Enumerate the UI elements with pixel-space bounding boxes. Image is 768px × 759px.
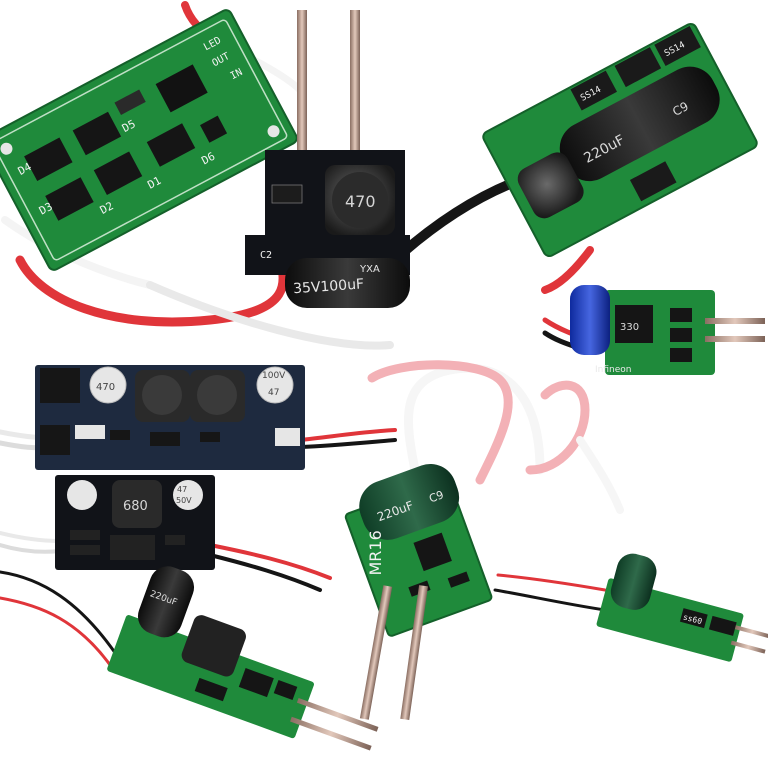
cap-label: 470 [96,382,115,393]
black-pin-module: 470 35V100uF YXA C2 [245,10,410,308]
pin [734,625,768,639]
white-wire [0,531,62,543]
bottom-left-driver: 220uF [107,566,379,751]
cap-code: C9 [427,488,445,505]
black-wire [298,438,397,449]
cap-label: 35V100uF [293,276,365,297]
pin [297,10,307,160]
silk-c2: C2 [260,250,272,261]
black-wire [395,175,525,260]
green-capacitor-board-top-right: 220uF C9 SS14 SS14 [482,22,758,258]
inductor-label: 470 [345,192,376,211]
silk-d3: D3 [37,200,55,218]
pin [705,336,765,342]
pink-wire [367,360,513,485]
inductor-label: 680 [123,499,148,514]
silk-d4: D4 [16,160,34,178]
cap-value: 47 [268,388,279,398]
cap-value: 47 [177,485,187,494]
white-wire [576,436,624,514]
silk-d2: D2 [98,199,116,217]
cap-code: YXA [359,264,380,275]
red-wire [496,573,607,592]
cap-voltage: 50V [176,496,192,505]
chip-label: 330 [620,322,639,333]
pin [290,716,372,751]
white-wire [146,281,394,350]
black-wire [493,588,607,612]
silk-d1: D1 [145,174,163,192]
blue-dual-inductor-board: 470 100V 47 [35,365,305,470]
mr16-label: MR16 [366,530,385,575]
small-green-driver-right: ss60 [596,553,768,662]
pin [400,585,428,721]
pin [705,318,765,324]
silk-d5: D5 [120,117,138,135]
brand-label: Infineon [595,365,631,375]
pin [730,640,766,654]
cap-voltage: 100V [262,371,286,381]
black-wire [0,570,122,662]
red-wire [0,596,117,674]
white-wire [404,363,545,475]
black-small-module: 680 47 50V [55,475,215,570]
pin [296,697,379,732]
mr16-pin-module: 220uF C9 MR16 [344,463,493,721]
pink-wire [525,380,590,475]
red-wire [298,428,397,442]
green-dual-sided-board: D4 D3 D2 D1 D6 D5 LED OUT IN [0,9,298,271]
silk-in: IN [229,67,245,82]
silk-d6: D6 [199,150,217,168]
blue-capacitor [570,285,610,355]
white-wire [0,543,62,554]
infineon-mini-board: 330 Infineon [570,285,765,375]
red-wire [541,246,594,294]
red-wire [208,543,332,580]
pin [350,10,360,160]
wires [0,1,624,674]
black-wire [208,553,322,592]
pin [359,585,393,720]
cap-code: C9 [670,99,691,119]
